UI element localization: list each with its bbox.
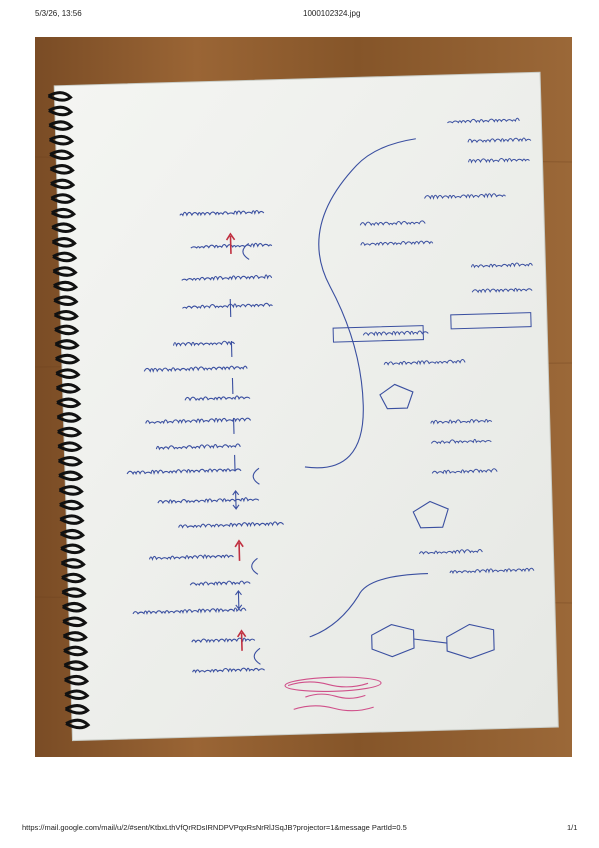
title-annotation — [284, 676, 382, 712]
spiral-ring — [49, 149, 75, 161]
handwriting-stroke — [172, 340, 235, 348]
spiral-ring — [56, 412, 82, 423]
handwriting-stroke — [430, 438, 492, 445]
handwriting-stroke — [132, 607, 247, 616]
handwriting-stroke — [178, 521, 284, 529]
side-branch-notes — [359, 117, 535, 575]
print-datetime: 5/3/26, 13:56 — [35, 9, 82, 18]
spiral-ring — [54, 324, 80, 336]
handwriting-stroke — [468, 158, 530, 164]
spiral-ring — [57, 441, 83, 452]
handwriting-stroke — [184, 395, 251, 402]
handwriting-stroke — [424, 193, 506, 200]
spiral-ring — [65, 718, 91, 730]
print-filename: 1000102324.jpg — [303, 9, 361, 18]
spiral-ring — [52, 266, 78, 277]
spiral-ring — [48, 120, 74, 131]
cofactor-curls — [242, 243, 261, 665]
spiral-ring — [61, 587, 87, 598]
handwriting-stroke — [189, 580, 251, 587]
spiral-ring — [59, 499, 85, 511]
spiral-ring — [58, 470, 84, 482]
handwriting-stroke — [470, 262, 533, 269]
spiral-ring — [54, 339, 80, 350]
handwriting-stroke — [179, 209, 265, 217]
handwriting-stroke — [145, 417, 252, 425]
spiral-ring — [57, 426, 83, 438]
main-pathway-notes — [126, 209, 284, 674]
handwriting-stroke — [430, 418, 493, 425]
spiral-binding — [47, 91, 91, 730]
notebook-page — [47, 71, 559, 742]
connector-curve — [304, 138, 416, 469]
spiral-ring — [64, 689, 90, 701]
print-page-number: 1/1 — [567, 823, 578, 832]
notebook-photo — [35, 37, 572, 757]
reversible-arrows — [229, 298, 243, 610]
spiral-ring — [55, 383, 81, 394]
handwriting-stroke — [190, 242, 273, 249]
handwriting-stroke — [359, 220, 426, 227]
spiral-ring — [47, 91, 73, 102]
spiral-ring — [49, 134, 74, 146]
spiral-ring — [61, 572, 87, 584]
spiral-ring — [58, 485, 84, 496]
spiral-ring — [55, 368, 81, 379]
spiral-ring — [51, 237, 77, 248]
spiral-ring — [51, 222, 77, 233]
handwriting-stroke — [157, 497, 260, 505]
spiral-ring — [60, 558, 86, 569]
spiral-ring — [64, 674, 90, 686]
spiral-ring — [53, 310, 79, 321]
sugar-structures — [371, 383, 495, 660]
spiral-ring — [53, 280, 79, 292]
spiral-ring — [60, 543, 86, 555]
spiral-ring — [62, 616, 88, 628]
spiral-ring — [49, 164, 75, 175]
spiral-ring — [56, 397, 82, 409]
handwriting-stroke — [191, 637, 256, 644]
handwriting-stroke — [182, 302, 273, 310]
spiral-ring — [62, 631, 88, 642]
spiral-ring — [64, 704, 90, 715]
handwriting-stroke — [360, 240, 434, 247]
handwriting-stroke — [447, 117, 520, 124]
handwriting-stroke — [383, 359, 466, 366]
boxed-labels — [332, 312, 532, 343]
spiral-ring — [52, 251, 78, 263]
spiral-ring — [57, 455, 83, 467]
handwriting-stroke — [471, 287, 533, 294]
spiral-ring — [55, 353, 81, 365]
spiral-ring — [51, 207, 77, 219]
handwriting-stroke — [431, 468, 498, 475]
print-url: https://mail.google.com/mail/u/2/#sent/K… — [22, 823, 407, 832]
spiral-ring — [63, 645, 89, 657]
irreversible-arrows — [225, 232, 247, 651]
connector-curve-lower — [309, 573, 428, 638]
handwriting-stroke — [418, 548, 483, 555]
spiral-ring — [59, 514, 85, 525]
handwriting-stroke — [143, 365, 248, 373]
spiral-ring — [60, 528, 85, 540]
handwriting-stroke — [192, 667, 265, 674]
handwriting-stroke — [126, 468, 242, 476]
handwriting-stroke — [181, 274, 273, 282]
handwriting-stroke — [155, 443, 241, 451]
handwriting-stroke — [362, 330, 429, 337]
spiral-ring — [50, 193, 76, 204]
handwriting-stroke — [467, 137, 532, 144]
handwriting-stroke — [449, 567, 535, 575]
spiral-ring — [63, 660, 89, 671]
spiral-ring — [48, 105, 74, 117]
handwriting-stroke — [148, 554, 234, 561]
spiral-ring — [53, 295, 79, 306]
spiral-ring — [50, 178, 76, 190]
spiral-ring — [62, 601, 88, 613]
